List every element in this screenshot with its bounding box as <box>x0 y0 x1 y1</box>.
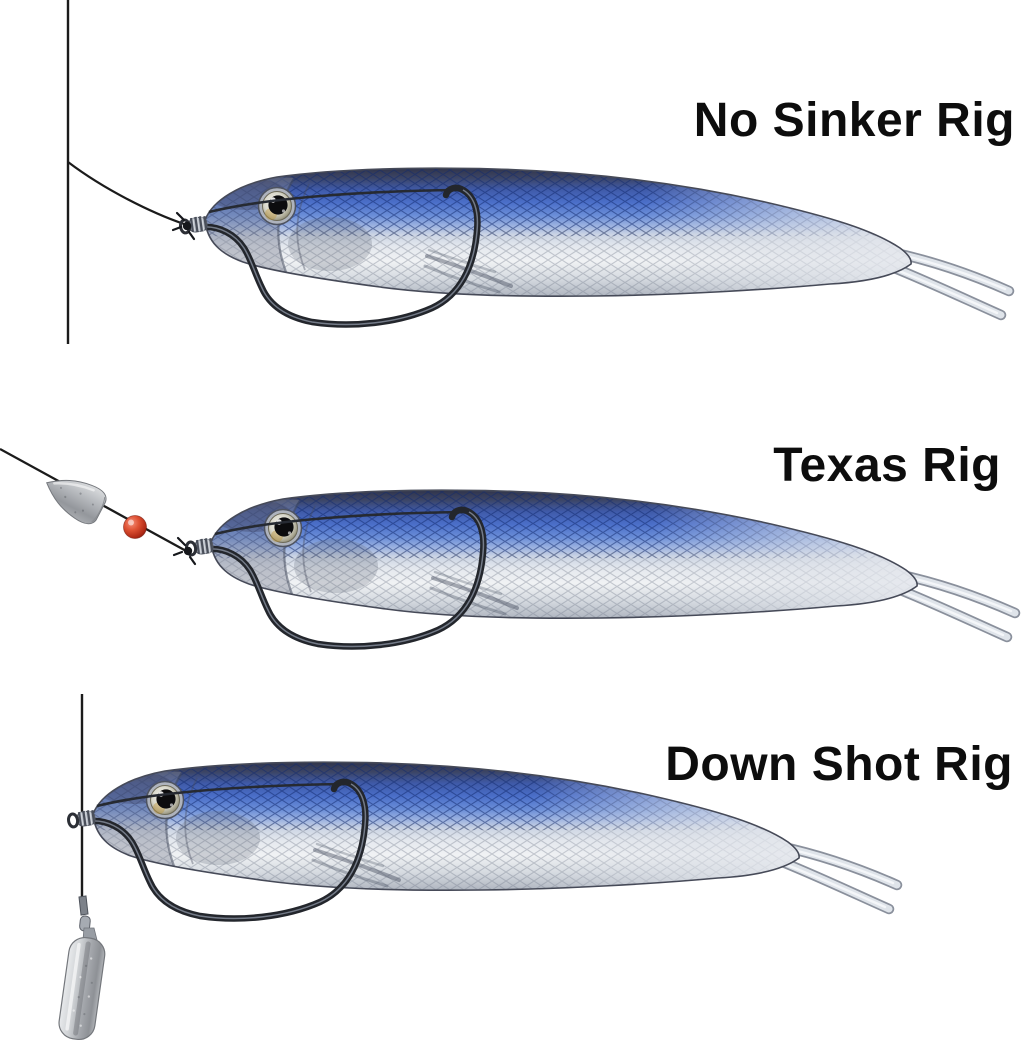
no-sinker-rig <box>66 0 1009 344</box>
red-bead <box>123 515 147 539</box>
leader-line <box>67 161 185 226</box>
texas-rig <box>0 447 1015 646</box>
down-shot-rig-label: Down Shot Rig <box>665 738 1013 791</box>
bullet-sinker <box>46 479 107 525</box>
down-shot-rig <box>58 694 897 1041</box>
soft-plastic-minnow-lure <box>179 164 1009 324</box>
drop-shot-weight <box>58 936 106 1041</box>
texas-rig-label: Texas Rig <box>773 439 1001 492</box>
knot <box>171 211 196 241</box>
bead-glint <box>128 519 134 526</box>
soft-plastic-minnow-lure <box>185 486 1015 646</box>
swivel-clip <box>78 895 98 941</box>
no-sinker-rig-label: No Sinker Rig <box>693 94 1015 147</box>
